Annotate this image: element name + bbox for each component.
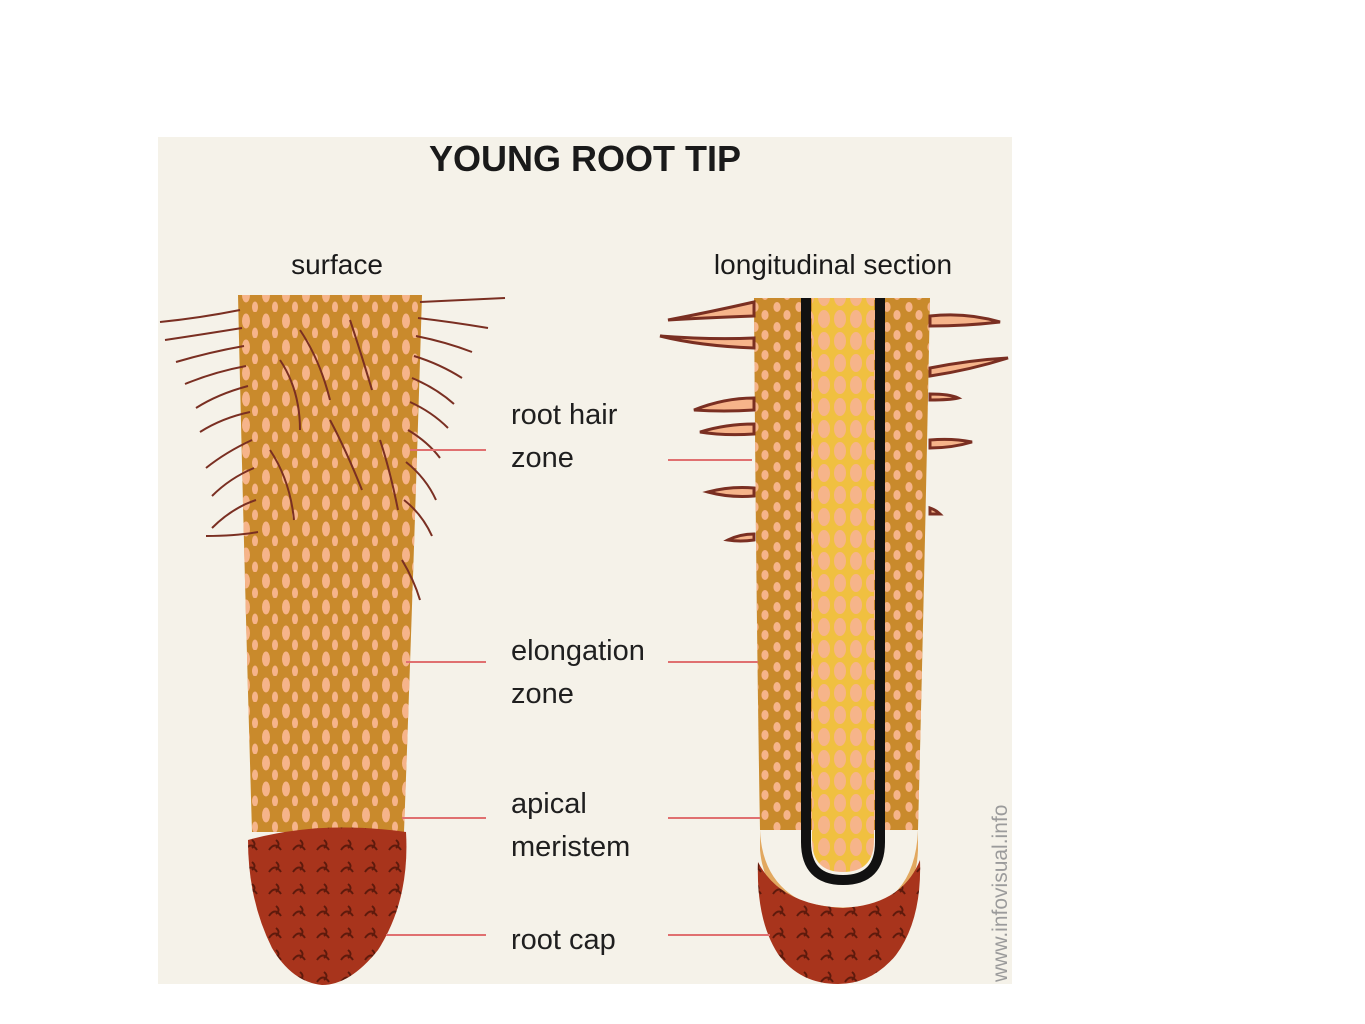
- label-elongation-zone-line2: zone: [511, 678, 574, 710]
- surface-root: [159, 295, 506, 985]
- label-root-hair-zone-line1: root hair: [511, 399, 618, 431]
- endodermis: [801, 298, 885, 886]
- label-root-cap: root cap: [511, 924, 616, 956]
- section-root: [659, 298, 1009, 984]
- stele: [812, 298, 874, 872]
- leader-lines: [386, 449, 770, 936]
- label-elongation-zone-line1: elongation: [511, 635, 645, 667]
- surface-view-heading: surface: [291, 249, 383, 280]
- label-apical-meristem-line2: meristem: [511, 831, 630, 863]
- watermark: www.infovisual.info: [989, 805, 1012, 983]
- root-hairs-section: [659, 300, 1009, 543]
- root-hairs-surface: [159, 297, 506, 601]
- label-apical-meristem-line1: apical: [511, 788, 587, 820]
- surface-cells: [238, 295, 422, 832]
- label-root-hair-zone-line2: zone: [511, 442, 574, 474]
- section-view-heading: longitudinal section: [714, 249, 952, 280]
- diagram-title: YOUNG ROOT TIP: [429, 138, 741, 179]
